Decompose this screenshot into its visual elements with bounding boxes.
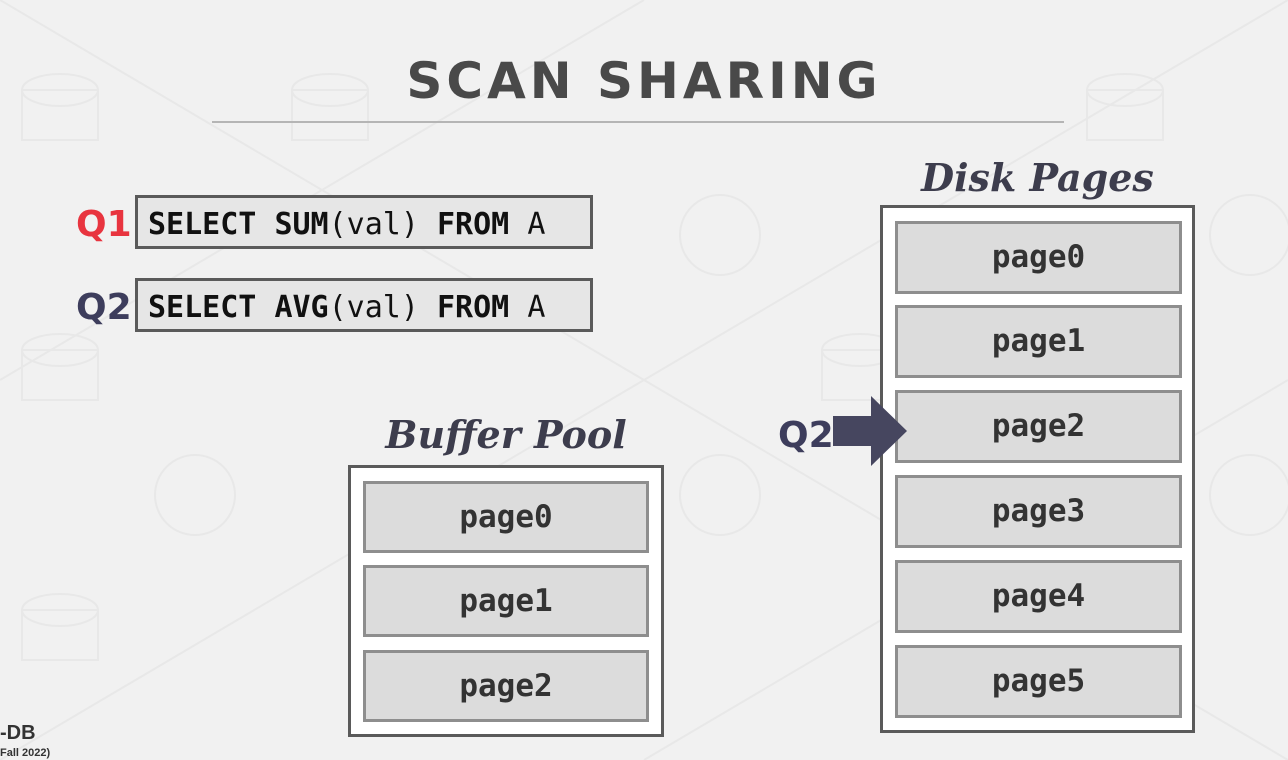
buffer-page-0: page0: [363, 481, 649, 553]
footer-logo: -DB: [0, 722, 36, 744]
sql-function: SUM: [274, 207, 329, 242]
sql-table: A: [527, 290, 546, 325]
sql-query-q2: SELECT AVG(val) FROM A: [135, 278, 593, 332]
query-label-q1: Q1: [76, 204, 132, 245]
buffer-page-1: page1: [363, 565, 649, 637]
sql-keyword-select: SELECT: [148, 207, 257, 242]
query-label-q2: Q2: [76, 287, 132, 328]
disk-page-1: page1: [895, 305, 1182, 378]
sql-keyword-from: FROM: [437, 207, 510, 242]
buffer-pool-heading: Buffer Pool: [385, 412, 627, 457]
footer-course: Fall 2022): [0, 747, 51, 759]
disk-pages-container: page0 page1 page2 page3 page4 page5: [880, 205, 1195, 733]
buffer-page-2: page2: [363, 650, 649, 722]
disk-pages-heading: Disk Pages: [921, 155, 1154, 200]
disk-page-0: page0: [895, 221, 1182, 294]
sql-table: A: [527, 207, 546, 242]
disk-page-2: page2: [895, 390, 1182, 463]
disk-page-5: page5: [895, 645, 1182, 718]
buffer-pool-container: page0 page1 page2: [348, 465, 664, 737]
slide-title: SCAN SHARING: [406, 52, 882, 110]
sql-argument: (val): [328, 290, 419, 325]
sql-keyword-select: SELECT: [148, 290, 257, 325]
sql-argument: (val): [328, 207, 419, 242]
arrow-right-icon: [833, 396, 907, 466]
title-divider: [212, 121, 1064, 123]
sql-keyword-from: FROM: [437, 290, 510, 325]
disk-page-3: page3: [895, 475, 1182, 548]
sql-query-q1: SELECT SUM(val) FROM A: [135, 195, 593, 249]
sql-function: AVG: [274, 290, 329, 325]
disk-page-4: page4: [895, 560, 1182, 633]
pointer-label-q2: Q2: [778, 415, 834, 456]
